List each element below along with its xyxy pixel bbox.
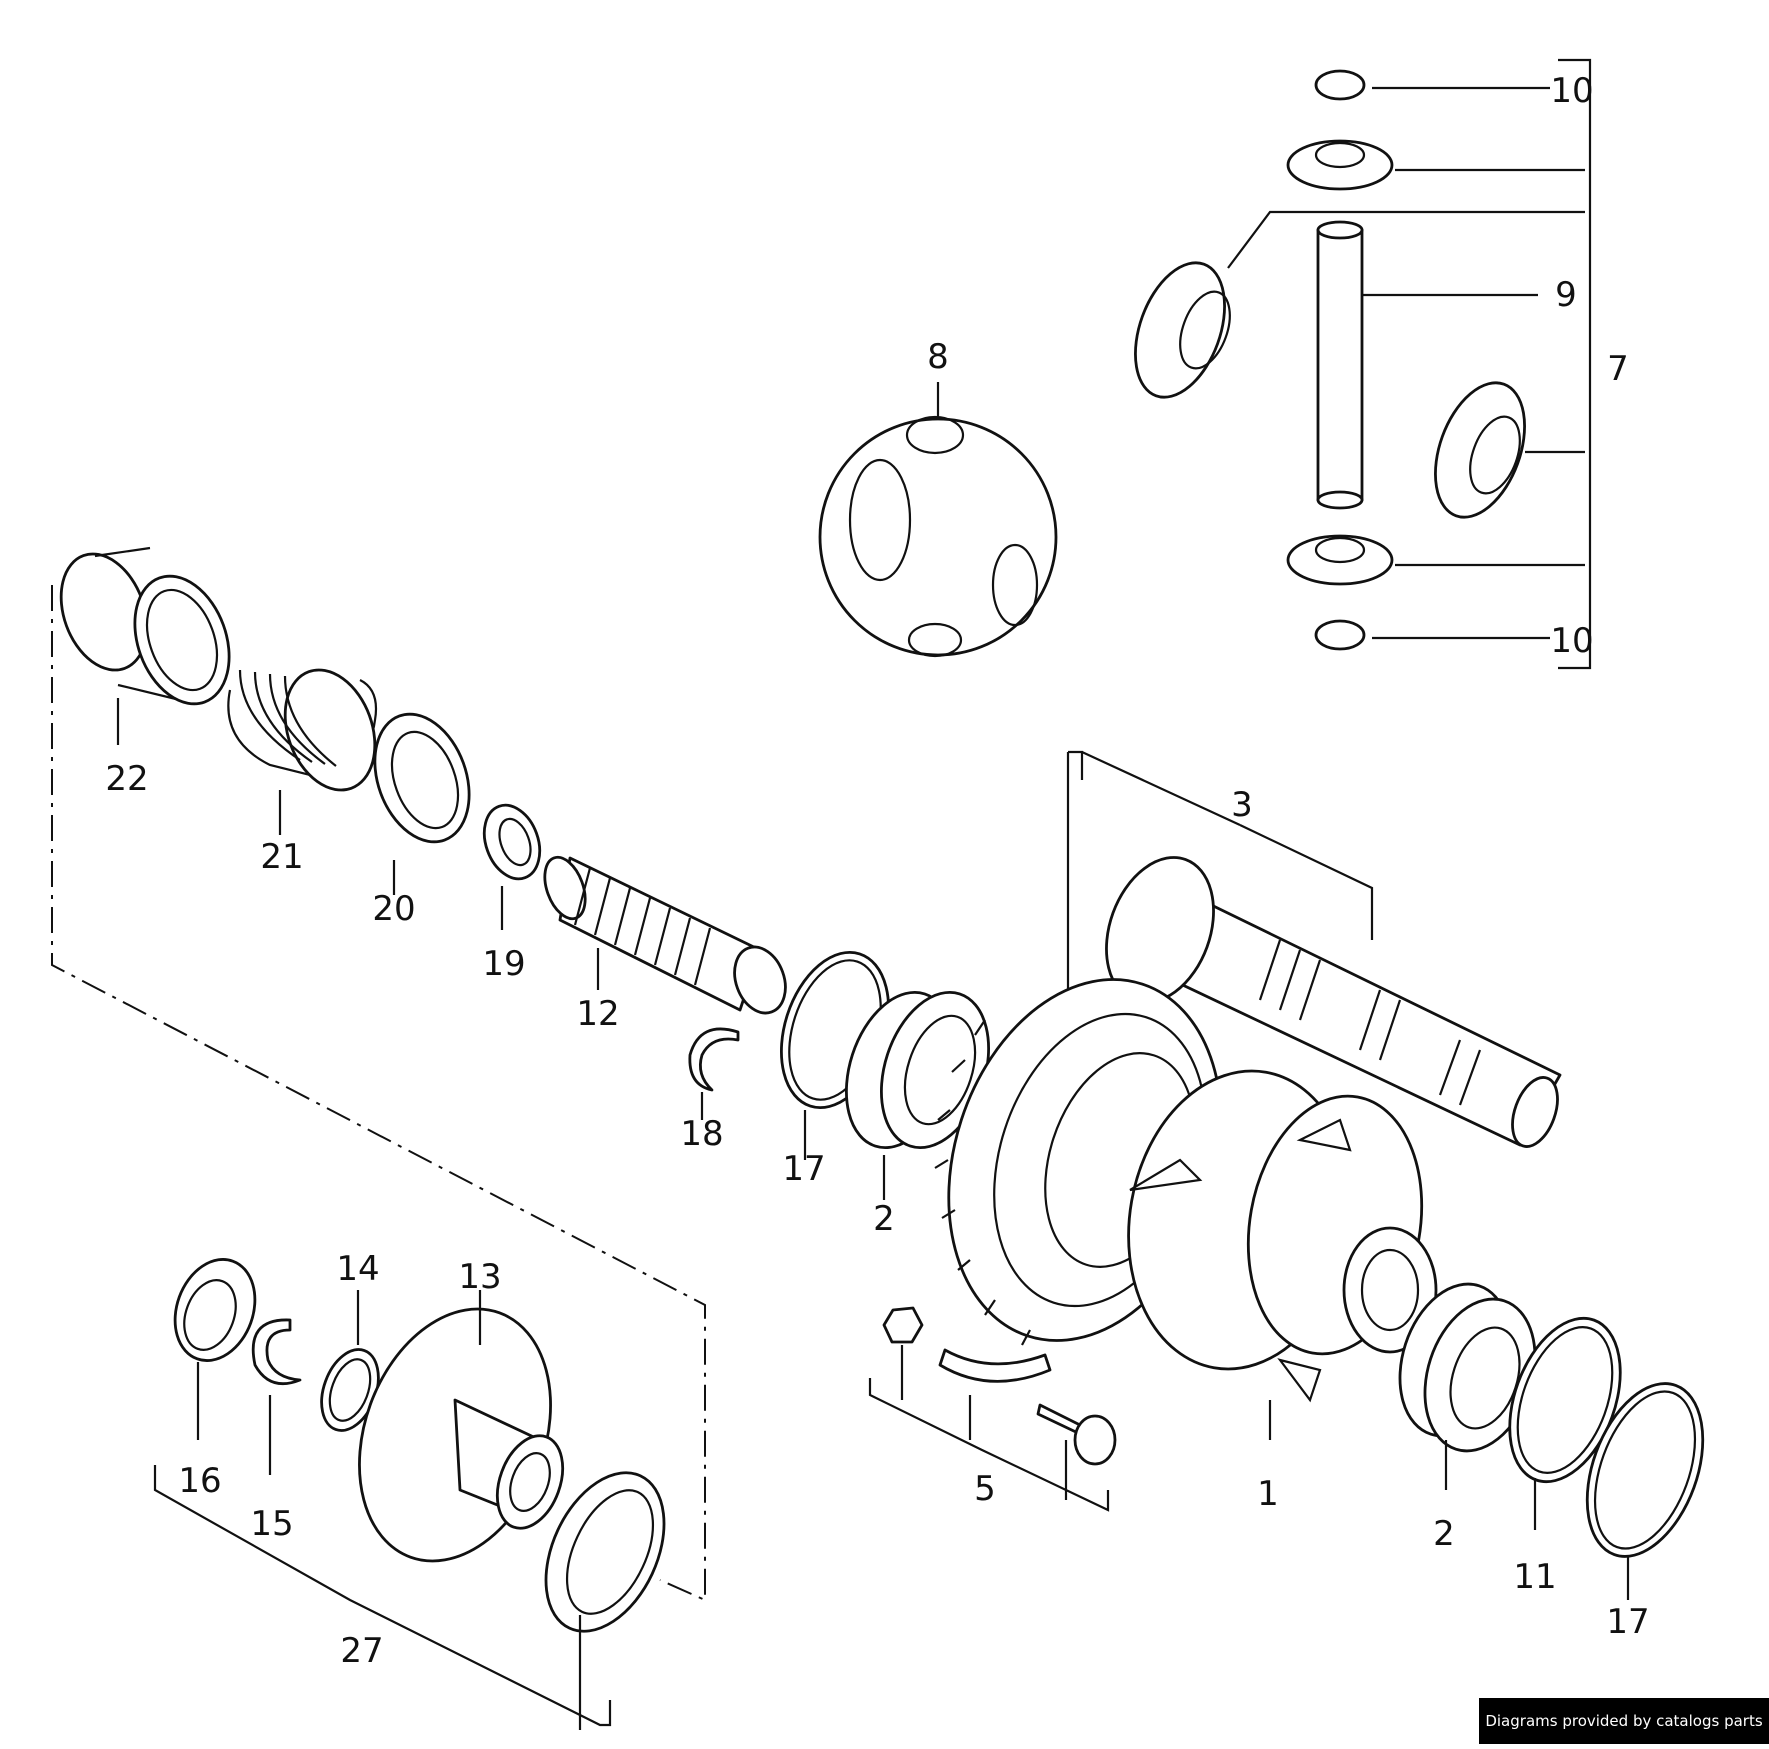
label-17-upper: 17	[782, 1149, 825, 1189]
label-8: 8	[927, 337, 949, 377]
label-10-bottom: 10	[1550, 621, 1593, 661]
part-18-circlip	[688, 1027, 740, 1120]
callout-labels: 1 2 2 3 5 7 8 9 10 10 11 12 13 14 15 16 …	[105, 71, 1649, 1671]
part-15-circlip	[251, 1318, 302, 1475]
part-20-ring	[373, 712, 471, 895]
label-19: 19	[482, 944, 525, 984]
label-22: 22	[105, 759, 148, 799]
label-11: 11	[1513, 1557, 1556, 1597]
part-22-sleeve	[59, 546, 231, 745]
part-17-ring-lower	[1585, 1382, 1705, 1600]
part-5-bolt-set	[868, 1306, 1117, 1512]
part-2-bearing-lower	[1398, 1282, 1537, 1490]
label-10-top: 10	[1550, 71, 1593, 111]
label-9: 9	[1555, 275, 1577, 315]
label-12: 12	[576, 994, 619, 1034]
label-3: 3	[1231, 785, 1253, 825]
label-2-lower: 2	[1433, 1514, 1455, 1554]
part-13-flange	[358, 1290, 565, 1563]
part-16-seal-cap	[173, 1258, 257, 1440]
label-18: 18	[680, 1114, 723, 1154]
part-2-bearing	[845, 990, 990, 1200]
part-14-washer	[320, 1290, 380, 1432]
label-13: 13	[458, 1257, 501, 1297]
label-14: 14	[336, 1249, 379, 1289]
part-8-spider-housing	[818, 382, 1058, 658]
part-11-shim	[1508, 1316, 1622, 1530]
label-2-upper: 2	[873, 1199, 895, 1239]
label-1: 1	[1257, 1474, 1279, 1514]
label-27: 27	[340, 1631, 383, 1671]
label-15: 15	[250, 1504, 293, 1544]
part-12-splined-shaft	[543, 855, 787, 1015]
part-21-spring	[227, 668, 378, 835]
assembly-centerlines	[51, 585, 706, 1727]
part-19-slotted-nut	[482, 803, 542, 930]
part-7-gear-set	[1134, 58, 1592, 670]
label-16: 16	[178, 1461, 221, 1501]
flange-seal-ring	[544, 1471, 666, 1730]
credit-badge: Diagrams provided by catalogs parts	[1479, 1698, 1769, 1744]
label-21: 21	[260, 837, 303, 877]
label-20: 20	[372, 889, 415, 929]
part-1-differential-housing	[1127, 1069, 1438, 1440]
label-5: 5	[974, 1469, 996, 1509]
label-17-lower: 17	[1606, 1602, 1649, 1642]
label-7: 7	[1607, 349, 1629, 389]
